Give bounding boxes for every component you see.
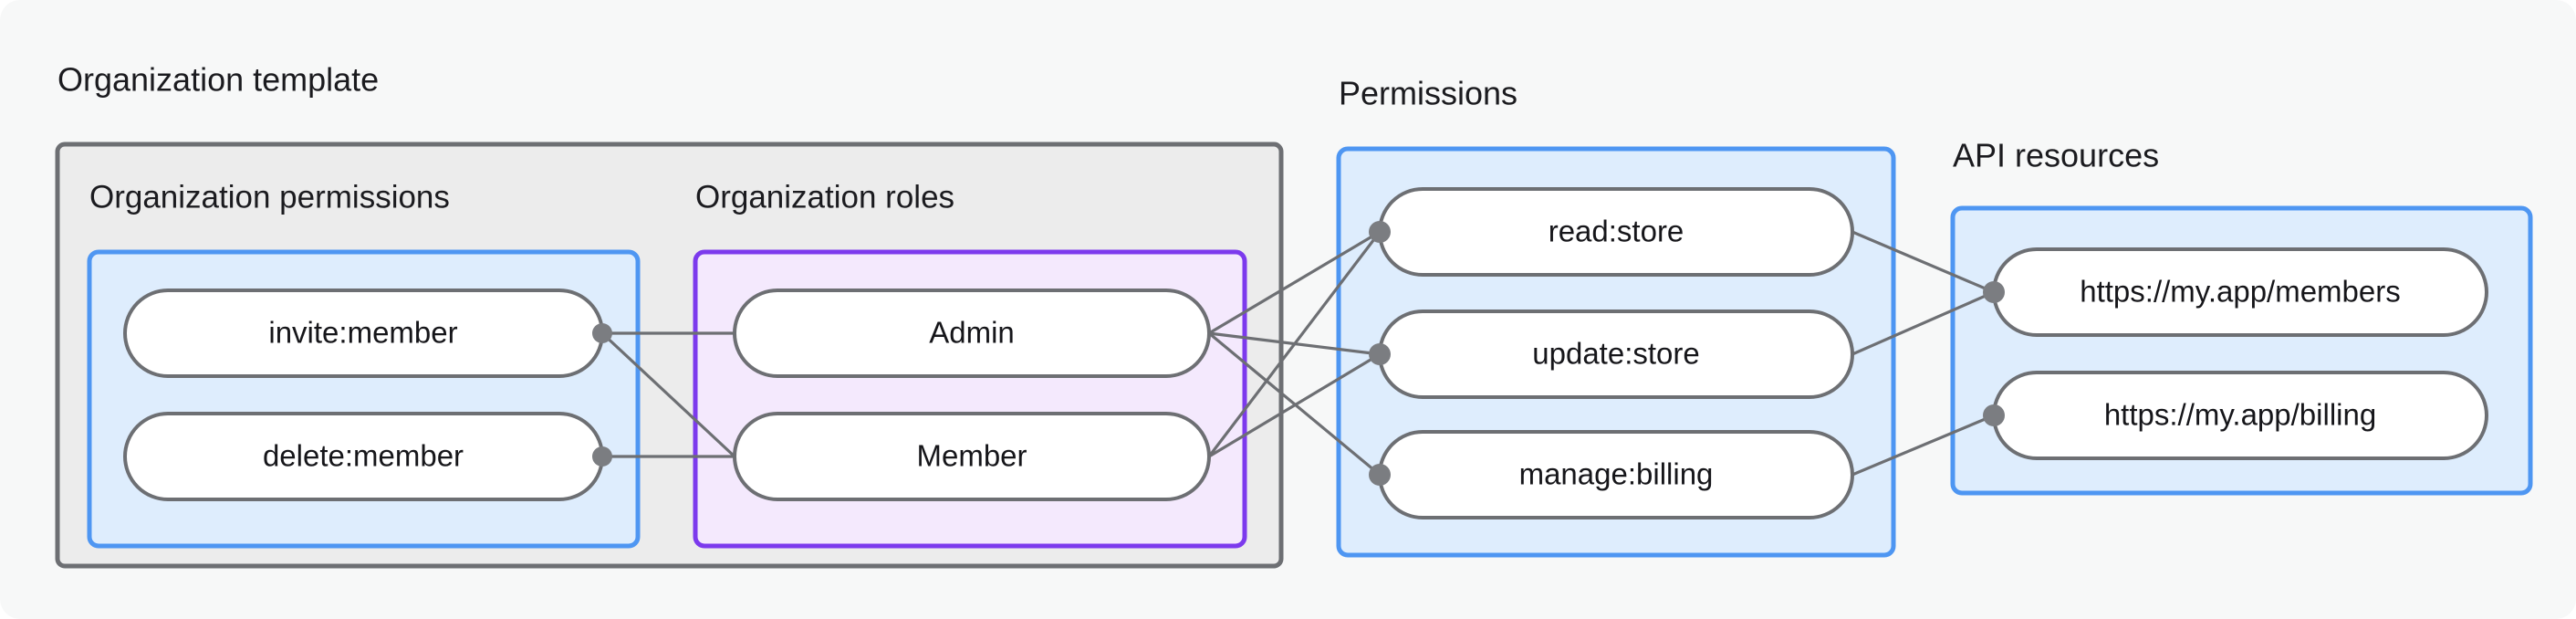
node-label-billing-url: https://my.app/billing (2104, 398, 2376, 432)
node-delete-member[interactable]: delete:member (123, 412, 604, 501)
port-invite-member-out (592, 323, 612, 343)
organization-roles-title: Organization roles (695, 179, 954, 215)
edge-read-store-to-members-url (1851, 230, 1995, 294)
organization-template-title: Organization template (57, 61, 379, 99)
port-delete-member-out (592, 446, 612, 467)
node-label-update-store: update:store (1532, 337, 1699, 371)
api-resources-title: API resources (1953, 137, 2159, 174)
node-members-url[interactable]: https://my.app/members (1992, 247, 2488, 337)
port-members-url-in (1983, 281, 2005, 303)
port-manage-billing-in (1369, 464, 1391, 486)
edge-member-to-read-store (1207, 231, 1382, 457)
port-read-store-in (1369, 221, 1391, 243)
node-billing-url[interactable]: https://my.app/billing (1992, 371, 2488, 460)
edge-manage-billing-to-billing-url (1851, 414, 1995, 477)
edge-update-store-to-members-url (1851, 290, 1995, 356)
node-label-invite-member: invite:member (268, 316, 457, 350)
port-layer (592, 221, 2005, 486)
edge-admin-to-read-store (1208, 230, 1381, 335)
node-label-member: Member (916, 439, 1027, 473)
node-label-read-store: read:store (1549, 215, 1684, 248)
node-label-members-url: https://my.app/members (2080, 275, 2401, 309)
permissions-title: Permissions (1339, 75, 1517, 112)
node-member[interactable]: Member (733, 412, 1211, 501)
node-manage-billing[interactable]: manage:billing (1378, 430, 1854, 519)
organization-permissions-title: Organization permissions (89, 179, 450, 215)
edge-member-to-update-store (1208, 352, 1381, 458)
node-label-manage-billing: manage:billing (1519, 457, 1714, 491)
node-label-admin: Admin (929, 316, 1015, 350)
node-label-delete-member: delete:member (263, 439, 464, 473)
node-read-store[interactable]: read:store (1378, 187, 1854, 277)
node-admin[interactable]: Admin (733, 289, 1211, 378)
edge-invite-member-to-member (600, 331, 736, 458)
edge-layer (600, 230, 1995, 477)
node-update-store[interactable]: update:store (1378, 310, 1854, 399)
node-invite-member[interactable]: invite:member (123, 289, 604, 378)
port-update-store-in (1369, 343, 1391, 365)
port-billing-url-in (1983, 404, 2005, 426)
